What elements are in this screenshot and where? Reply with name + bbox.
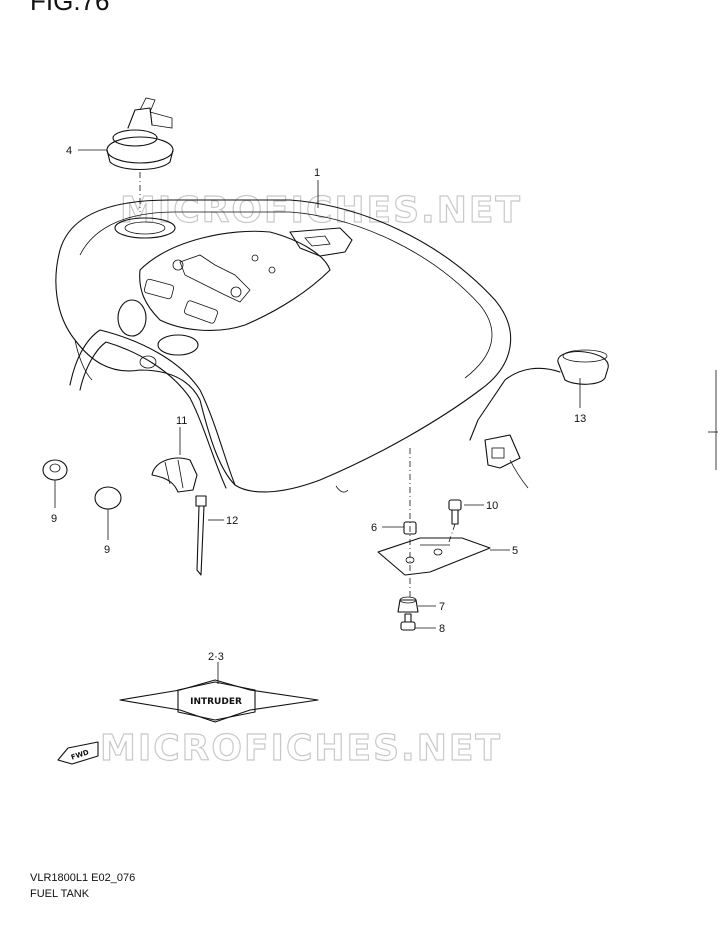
callout-11: 11 [176,415,187,427]
cushion-part-7 [397,596,419,613]
footer-code: VLR1800L1 E02_076 [30,872,136,884]
fuel-tank-part [55,199,512,493]
figure-title: FIG.76 [30,0,110,16]
callout-2-3: 2·3 [208,651,224,663]
emblem-part: INTRUDER [119,662,319,723]
callout-8: 8 [439,623,445,635]
callout-5: 5 [512,545,518,557]
bolt-part-8 [400,613,416,631]
fwd-arrow-icon: FWD [57,741,99,765]
footer-name: FUEL TANK [30,888,90,900]
fuel-sensor-part [469,349,609,489]
cable-tie-part [195,495,207,576]
callout-9b: 9 [104,544,110,556]
rubber-part-11 [151,427,198,493]
watermark-top: MICROFICHES.NET [120,190,522,231]
callout-12: 12 [226,515,238,527]
callout-6: 6 [371,522,377,534]
cushion-part-9b [94,486,122,510]
cushion-part-9a [42,459,68,481]
callout-7: 7 [439,601,445,613]
callout-9a: 9 [51,513,57,525]
bracket-plate-part [377,448,491,600]
bolt-part-10 [447,499,462,546]
collar-part-6 [403,521,417,535]
callout-1: 1 [314,167,320,179]
callout-10: 10 [486,500,498,512]
emblem-text: INTRUDER [190,697,242,707]
callout-4: 4 [66,145,72,157]
callout-13: 13 [574,413,586,425]
watermark-bottom: MICROFICHES.NET [100,728,502,769]
